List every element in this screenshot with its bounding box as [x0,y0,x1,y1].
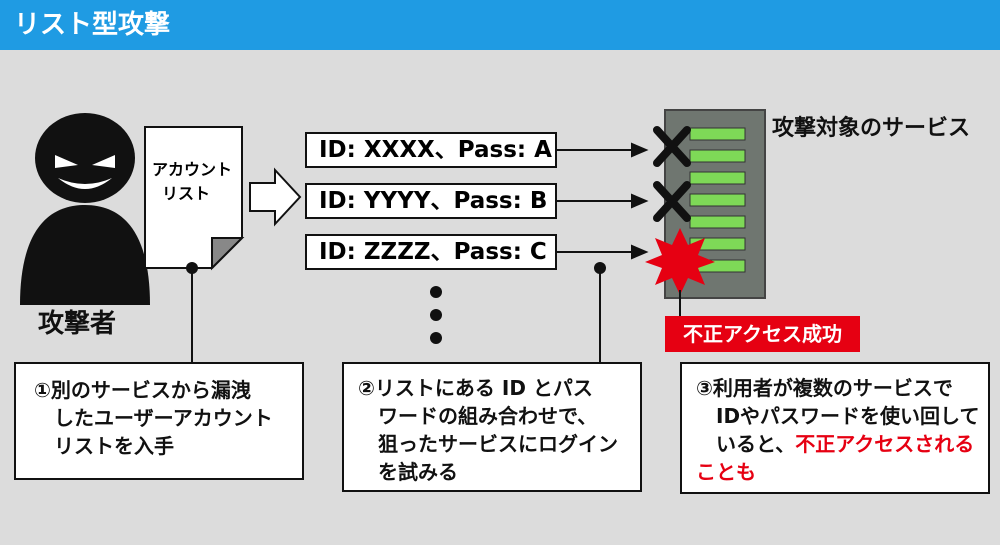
connector-dot-2 [594,262,606,274]
success-badge: 不正アクセス成功 [665,316,860,352]
callout-3-highlight-2: こと [696,460,736,484]
attempt-box-2: ID: YYYY、Pass: B [305,183,557,219]
ellipsis-dots [430,286,442,344]
account-list-label: アカウント リスト [152,158,232,206]
attacker-icon [20,113,150,305]
success-burst-icon [645,228,715,295]
account-list-document-icon [144,126,245,271]
fail-x-icon-1 [653,126,691,167]
page-title: リスト型攻撃 [14,10,171,40]
attempt-box-3: ID: ZZZZ、Pass: C [305,234,557,270]
attempt-box-1: ID: XXXX、Pass: A [305,132,557,168]
account-list-line1: アカウント [152,160,233,179]
callout-1: ①別のサービスから漏洩 したユーザーアカウント リストを入手 [14,362,304,480]
callout-3: ③利用者が複数のサービスで IDやパスワードを使い回して いると、不正アクセスさ… [680,362,990,494]
page-title-bar: リスト型攻撃 [0,0,1000,50]
attempt-arrowhead-3 [631,244,649,260]
attacker-label: 攻撃者 [38,309,117,339]
attempt-arrowhead-1 [631,142,649,158]
fail-x-icon-2 [653,181,691,222]
callout-3-tail: も [736,460,756,484]
callout-2: ②リストにある ID とパス ワードの組み合わせで、 狙ったサービスにログイン … [342,362,642,492]
callout-3-text: ③利用者が複数のサービスで IDやパスワードを使い回して いると、 [696,376,980,456]
connector-dot-1 [186,262,198,274]
callout-3-highlight: 不正アクセスされる [795,432,975,456]
account-list-line2: リスト [162,184,211,203]
block-arrow-icon [249,167,302,227]
target-service-label: 攻撃対象のサービス [772,116,971,141]
attempt-arrowhead-2 [631,193,649,209]
